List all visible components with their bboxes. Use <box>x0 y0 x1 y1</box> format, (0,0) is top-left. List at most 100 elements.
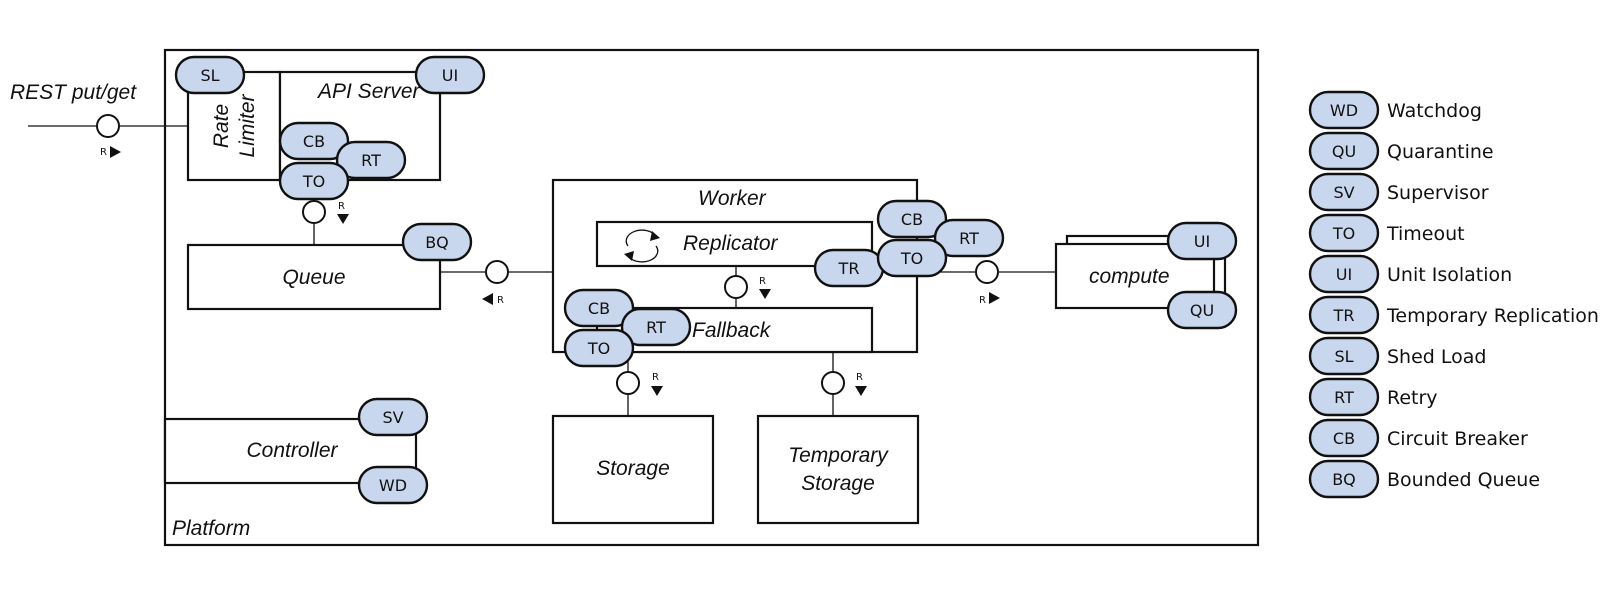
badge-wd: WD <box>357 465 429 505</box>
tempstorage-port-marker: R <box>856 372 863 383</box>
tempstorage-port <box>821 371 845 395</box>
svg-text:WD: WD <box>379 476 407 495</box>
queue-label: Queue <box>282 266 345 289</box>
compute-label: compute <box>1089 265 1170 288</box>
svg-text:UI: UI <box>442 66 458 85</box>
legend-badge <box>1308 377 1380 417</box>
legend-item-sl: SL Shed Load <box>1308 336 1486 376</box>
legend-item-cb: CB Circuit Breaker <box>1308 418 1528 458</box>
compute-port-arrow <box>989 292 1000 304</box>
legend-badge <box>1308 336 1380 376</box>
worker-label: Worker <box>698 187 767 210</box>
legend-name: Timeout <box>1386 223 1465 245</box>
replicator-port-marker: R <box>759 276 766 287</box>
storage-port-marker: R <box>652 372 659 383</box>
badge-fallback-to: TO <box>563 328 635 368</box>
tempstorage-port-arrow <box>855 386 867 396</box>
replicator-label: Replicator <box>683 232 779 255</box>
legend-item-rt: RT Retry <box>1308 377 1438 417</box>
rest-port-arrow <box>110 146 121 158</box>
temporary-storage-label-1: Temporary <box>788 444 889 467</box>
replicator-port <box>724 275 748 299</box>
badge-compute-ui: UI <box>1166 221 1238 261</box>
svg-text:SL: SL <box>200 66 219 85</box>
legend-code: CB <box>1333 429 1355 448</box>
legend-item-wd: WD Watchdog <box>1308 90 1482 130</box>
legend-item-qu: QU Quarantine <box>1308 131 1494 171</box>
api-port <box>302 200 326 224</box>
badge-api-to: TO <box>278 161 350 201</box>
legend-name: Retry <box>1387 387 1438 409</box>
queue-box <box>186 243 442 311</box>
rest-port <box>96 114 120 138</box>
legend-badge <box>1308 90 1380 130</box>
legend-badge <box>1308 418 1380 458</box>
replicator-port-arrow <box>759 289 771 299</box>
legend-code: QU <box>1332 142 1356 161</box>
legend-code: SL <box>1334 347 1353 366</box>
queue-port-marker: R <box>497 295 504 306</box>
storage-port-arrow <box>651 386 663 396</box>
legend-badge <box>1308 295 1380 335</box>
badge-tr: TR <box>813 248 885 288</box>
legend-badge <box>1308 254 1380 294</box>
temporary-storage-label-2: Storage <box>801 472 875 495</box>
legend-code: WD <box>1330 101 1358 120</box>
legend-badge <box>1308 213 1380 253</box>
legend-name: Supervisor <box>1387 182 1489 204</box>
controller-label: Controller <box>246 439 338 462</box>
legend-item-to: TO Timeout <box>1308 213 1465 253</box>
legend-name: Quarantine <box>1387 141 1494 163</box>
legend-name: Circuit Breaker <box>1387 428 1528 450</box>
legend-badge <box>1308 459 1380 499</box>
svg-text:TO: TO <box>900 249 923 268</box>
badge-api-rt: RT <box>335 140 407 180</box>
storage-port <box>616 371 640 395</box>
svg-text:CB: CB <box>588 299 610 318</box>
badge-bq: BQ <box>401 222 473 262</box>
svg-text:QU: QU <box>1190 301 1214 320</box>
legend-code: TO <box>1332 224 1355 243</box>
legend-code: SV <box>1333 183 1354 202</box>
rate-limiter-label-1: Rate <box>210 104 233 148</box>
svg-text:TR: TR <box>838 259 860 278</box>
legend-item-sv: SV Supervisor <box>1308 172 1489 212</box>
badge-api-ui: UI <box>414 55 486 95</box>
legend-badge <box>1308 131 1380 171</box>
api-server-label: API Server <box>316 80 421 103</box>
svg-text:TO: TO <box>302 172 325 191</box>
svg-text:UI: UI <box>1194 232 1210 251</box>
rate-limiter-label-2: Limiter <box>236 93 259 157</box>
svg-text:TO: TO <box>587 339 610 358</box>
svg-text:RT: RT <box>646 318 666 337</box>
storage-label: Storage <box>596 457 670 480</box>
legend-code: RT <box>1334 388 1354 407</box>
fallback-label: Fallback <box>692 319 772 342</box>
legend-code: UI <box>1336 265 1352 284</box>
svg-text:CB: CB <box>303 132 325 151</box>
badge-compute-qu: QU <box>1166 290 1238 330</box>
badge-sl: SL <box>174 55 246 95</box>
rest-label: REST put/get <box>10 81 137 104</box>
badge-fallback-rt: RT <box>620 307 692 347</box>
legend-name: Watchdog <box>1387 100 1482 122</box>
legend-name: Shed Load <box>1387 346 1486 368</box>
queue-port-arrow <box>482 293 493 305</box>
legend-code: TR <box>1333 306 1355 325</box>
svg-text:RT: RT <box>361 151 381 170</box>
badge-worker-cb: CB <box>876 199 948 239</box>
storage-box <box>551 414 715 525</box>
rest-port-marker: R <box>100 147 107 158</box>
badge-api-cb: CB <box>278 121 350 161</box>
legend-code: BQ <box>1332 470 1356 489</box>
svg-text:RT: RT <box>959 229 979 248</box>
svg-text:CB: CB <box>901 210 923 229</box>
svg-text:SV: SV <box>382 408 403 427</box>
legend-badge <box>1308 172 1380 212</box>
